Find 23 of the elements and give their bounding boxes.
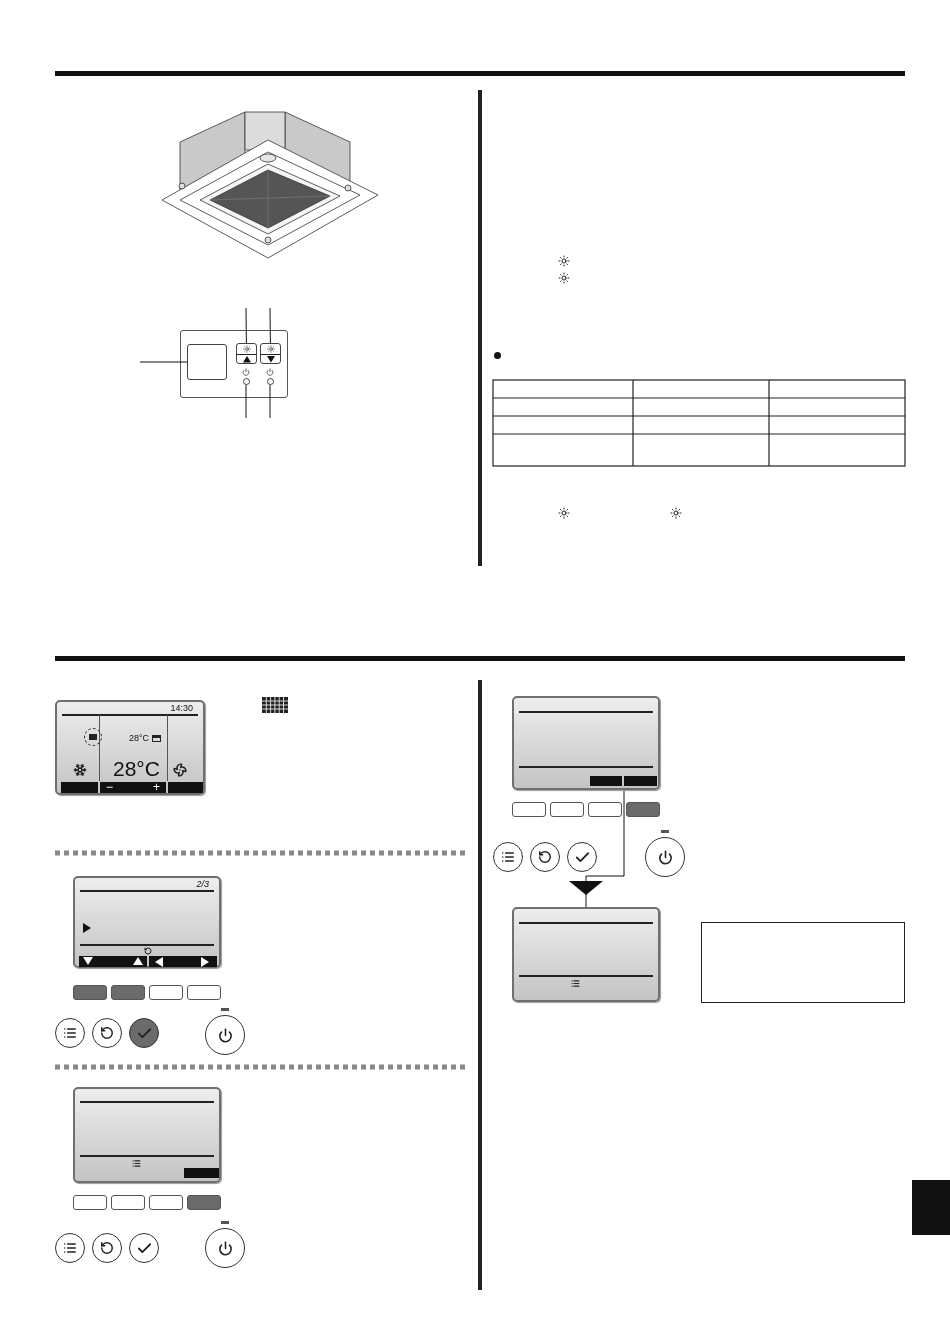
indicator-lamp	[242, 377, 250, 385]
lcd-screen	[73, 876, 221, 968]
leader-line	[139, 361, 188, 363]
decrease-label: −	[106, 782, 113, 793]
increase-label: +	[153, 782, 160, 793]
display-window	[187, 344, 227, 380]
note-box	[701, 922, 905, 1003]
leader-line	[245, 307, 247, 344]
indicator-lamp	[266, 377, 274, 385]
page-number: 2/3	[196, 879, 209, 889]
lcd-screen	[512, 907, 660, 1002]
temperature-up-button	[236, 343, 257, 364]
clock-time: 14:30	[170, 703, 193, 713]
lcd-screen	[73, 1087, 221, 1183]
temperature-down-button	[260, 343, 281, 364]
set-temperature: 28°C	[129, 733, 150, 743]
arrow	[569, 789, 625, 908]
room-temperature: 28°C	[113, 758, 160, 780]
lcd-screen	[55, 700, 205, 795]
leader-line	[269, 307, 271, 344]
leader-line	[269, 384, 271, 419]
lcd-screen	[512, 696, 660, 790]
leader-line	[245, 384, 247, 419]
